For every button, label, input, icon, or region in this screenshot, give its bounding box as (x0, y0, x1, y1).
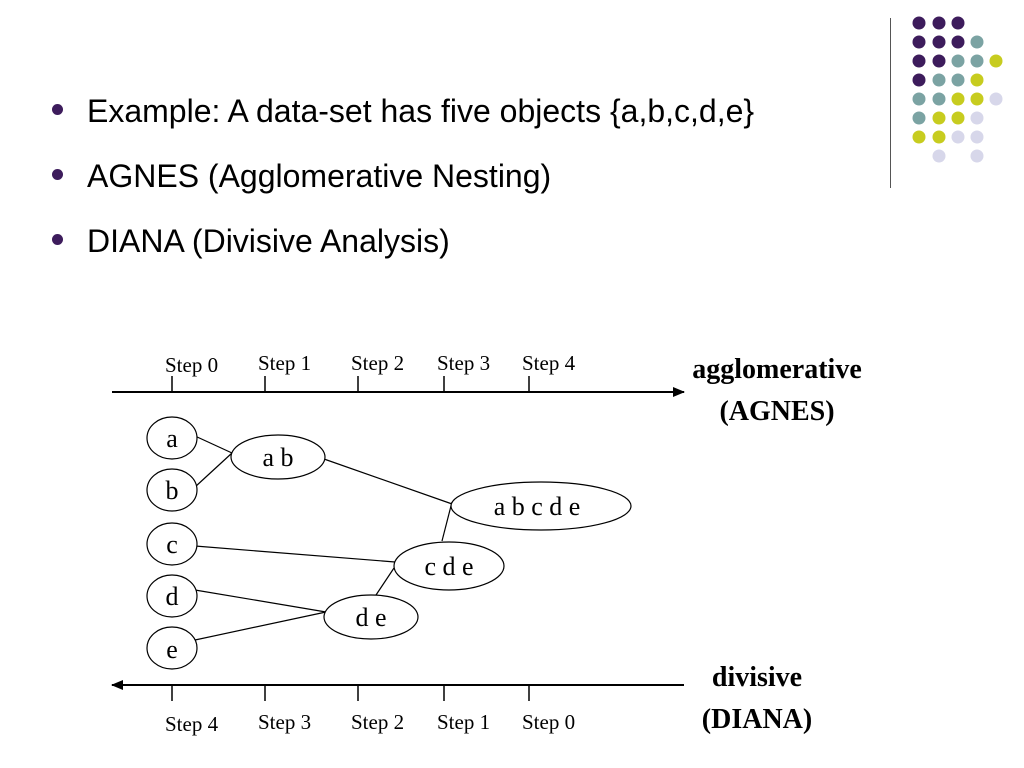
diana-step-label: Step 0 (522, 710, 575, 734)
decor-dot (970, 35, 984, 49)
node-abcde (450, 481, 632, 531)
decor-dot (970, 130, 984, 144)
bullet-dot-icon (52, 169, 63, 180)
decorative-dot-grid (912, 16, 1003, 163)
node-de-label: d e (355, 603, 386, 632)
node-d (146, 574, 198, 618)
diana-step-label: Step 4 (165, 712, 219, 736)
decor-dot (912, 54, 926, 68)
node-c (146, 522, 198, 566)
node-cde-label: c d e (424, 552, 473, 581)
decor-dot (912, 130, 926, 144)
bullet-dot-icon (52, 104, 63, 115)
diana-step-label: Step 2 (351, 710, 404, 734)
decor-dot (912, 16, 926, 30)
agnes-step-label: Step 4 (522, 351, 576, 375)
divisive-label: divisive (712, 662, 802, 693)
node-a (146, 416, 198, 460)
bullet-text: Example: A data-set has five objects {a,… (87, 93, 755, 129)
edge-c-cde (194, 545, 396, 563)
edge-a-ab (194, 435, 233, 454)
node-a-label: a (166, 424, 178, 453)
decor-dot (912, 35, 926, 49)
agnes-step-label: Step 1 (258, 351, 311, 375)
diana-step-label: Step 3 (258, 710, 311, 734)
agnes-step-label: Step 0 (165, 353, 218, 377)
decor-dot (970, 92, 984, 106)
decor-dot (951, 16, 965, 30)
decor-dot (989, 54, 1003, 68)
node-b-label: b (166, 476, 179, 505)
bullet-dot-icon (52, 234, 63, 245)
decor-dot (932, 92, 946, 106)
agnes-label: (AGNES) (719, 396, 834, 427)
decor-dot (970, 111, 984, 125)
bullet-text: DIANA (Divisive Analysis) (87, 223, 450, 259)
bullet-item: Example: A data-set has five objects {a,… (50, 88, 754, 153)
decor-dot (951, 92, 965, 106)
decor-dot (912, 92, 926, 106)
node-ab-label: a b (262, 443, 293, 472)
edge-b-ab (194, 452, 233, 488)
bullet-text: AGNES (Agglomerative Nesting) (87, 158, 552, 194)
edge-cde-abcde (441, 501, 453, 542)
edge-e-de (194, 611, 327, 641)
decor-dot (970, 149, 984, 163)
node-e-label: e (166, 635, 178, 664)
node-c-label: c (166, 530, 178, 559)
decor-dot (970, 54, 984, 68)
node-abcde-label: a b c d e (494, 492, 581, 521)
decor-dot (970, 73, 984, 87)
node-ab (230, 434, 326, 480)
decor-dot (951, 35, 965, 49)
node-b (146, 468, 198, 512)
decor-dot (912, 111, 926, 125)
diana-label: (DIANA) (702, 704, 812, 735)
decor-dot (932, 16, 946, 30)
decor-dot (951, 111, 965, 125)
decor-dot (932, 73, 946, 87)
decor-dot (932, 130, 946, 144)
edge-de-cde (373, 567, 395, 599)
node-d-label: d (166, 582, 179, 611)
header-divider-line (890, 18, 891, 188)
decor-dot (951, 130, 965, 144)
bullet-item: DIANA (Divisive Analysis) (50, 218, 754, 283)
decor-dot (932, 111, 946, 125)
diana-step-label: Step 1 (437, 710, 490, 734)
decor-dot (912, 73, 926, 87)
agnes-step-label: Step 3 (437, 351, 490, 375)
decor-dot (989, 92, 1003, 106)
edge-ab-abcde (323, 458, 456, 506)
decor-dot (951, 54, 965, 68)
node-de (323, 594, 419, 640)
agglomerative-label: agglomerative (692, 354, 862, 385)
node-e (146, 626, 198, 670)
decor-dot (932, 149, 946, 163)
agnes-step-label: Step 2 (351, 351, 404, 375)
decor-dot (932, 35, 946, 49)
node-cde (393, 541, 505, 591)
bullet-list: Example: A data-set has five objects {a,… (50, 88, 754, 283)
decor-dot (932, 54, 946, 68)
edge-d-de (194, 589, 327, 613)
decor-dot (951, 73, 965, 87)
bullet-item: AGNES (Agglomerative Nesting) (50, 153, 754, 218)
